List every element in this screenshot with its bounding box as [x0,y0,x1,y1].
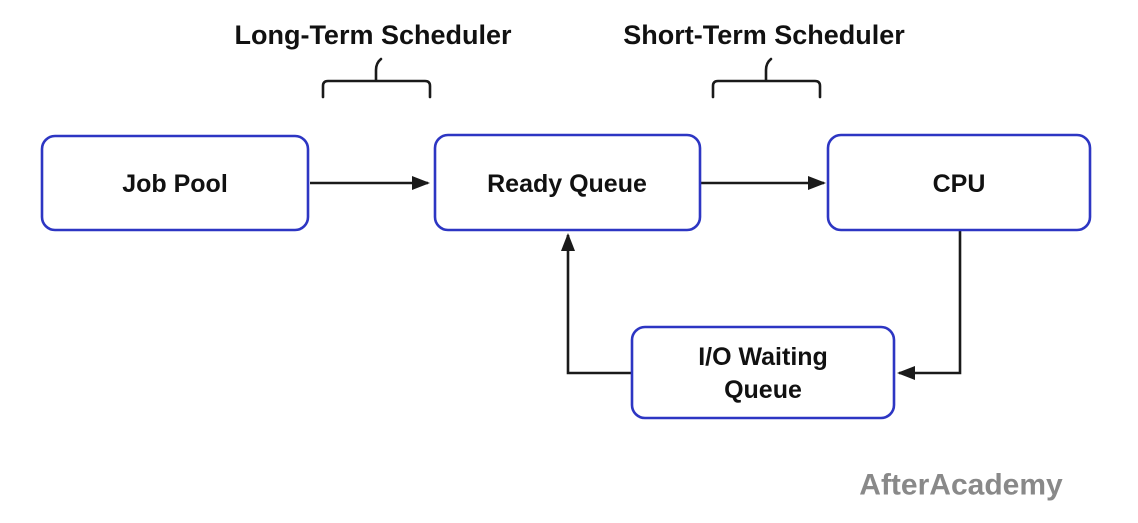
job-pool-box [40,134,310,232]
afteracademy-watermark: AfterAcademy [859,469,1063,502]
cpu-box [826,133,1092,232]
job-pool-label: Job Pool [122,170,228,198]
short-term-scheduler-label: Short-Term Scheduler [623,20,905,50]
io-waiting-queue-label-line1: I/O Waiting [698,343,828,371]
cpu-label: CPU [933,170,986,198]
cpu-node: CPU [826,133,1092,232]
ready-queue-node: Ready Queue [433,133,702,232]
ready-queue-box [433,133,702,232]
ready-queue-label: Ready Queue [487,170,647,198]
edge-io-waiting-queue-to-ready-queue [561,233,632,375]
io-waiting-queue-box [630,325,896,420]
job-pool-node: Job Pool [40,134,310,232]
long-term-scheduler-label: Long-Term Scheduler [234,20,512,50]
io-waiting-queue-node: I/O Waiting Queue [630,325,896,420]
io-waiting-queue-label-line2: Queue [724,376,802,404]
short-term-scheduler-bracket [711,57,822,99]
long-term-scheduler-bracket [321,57,432,99]
edge-cpu-to-io-waiting-queue [897,231,962,380]
